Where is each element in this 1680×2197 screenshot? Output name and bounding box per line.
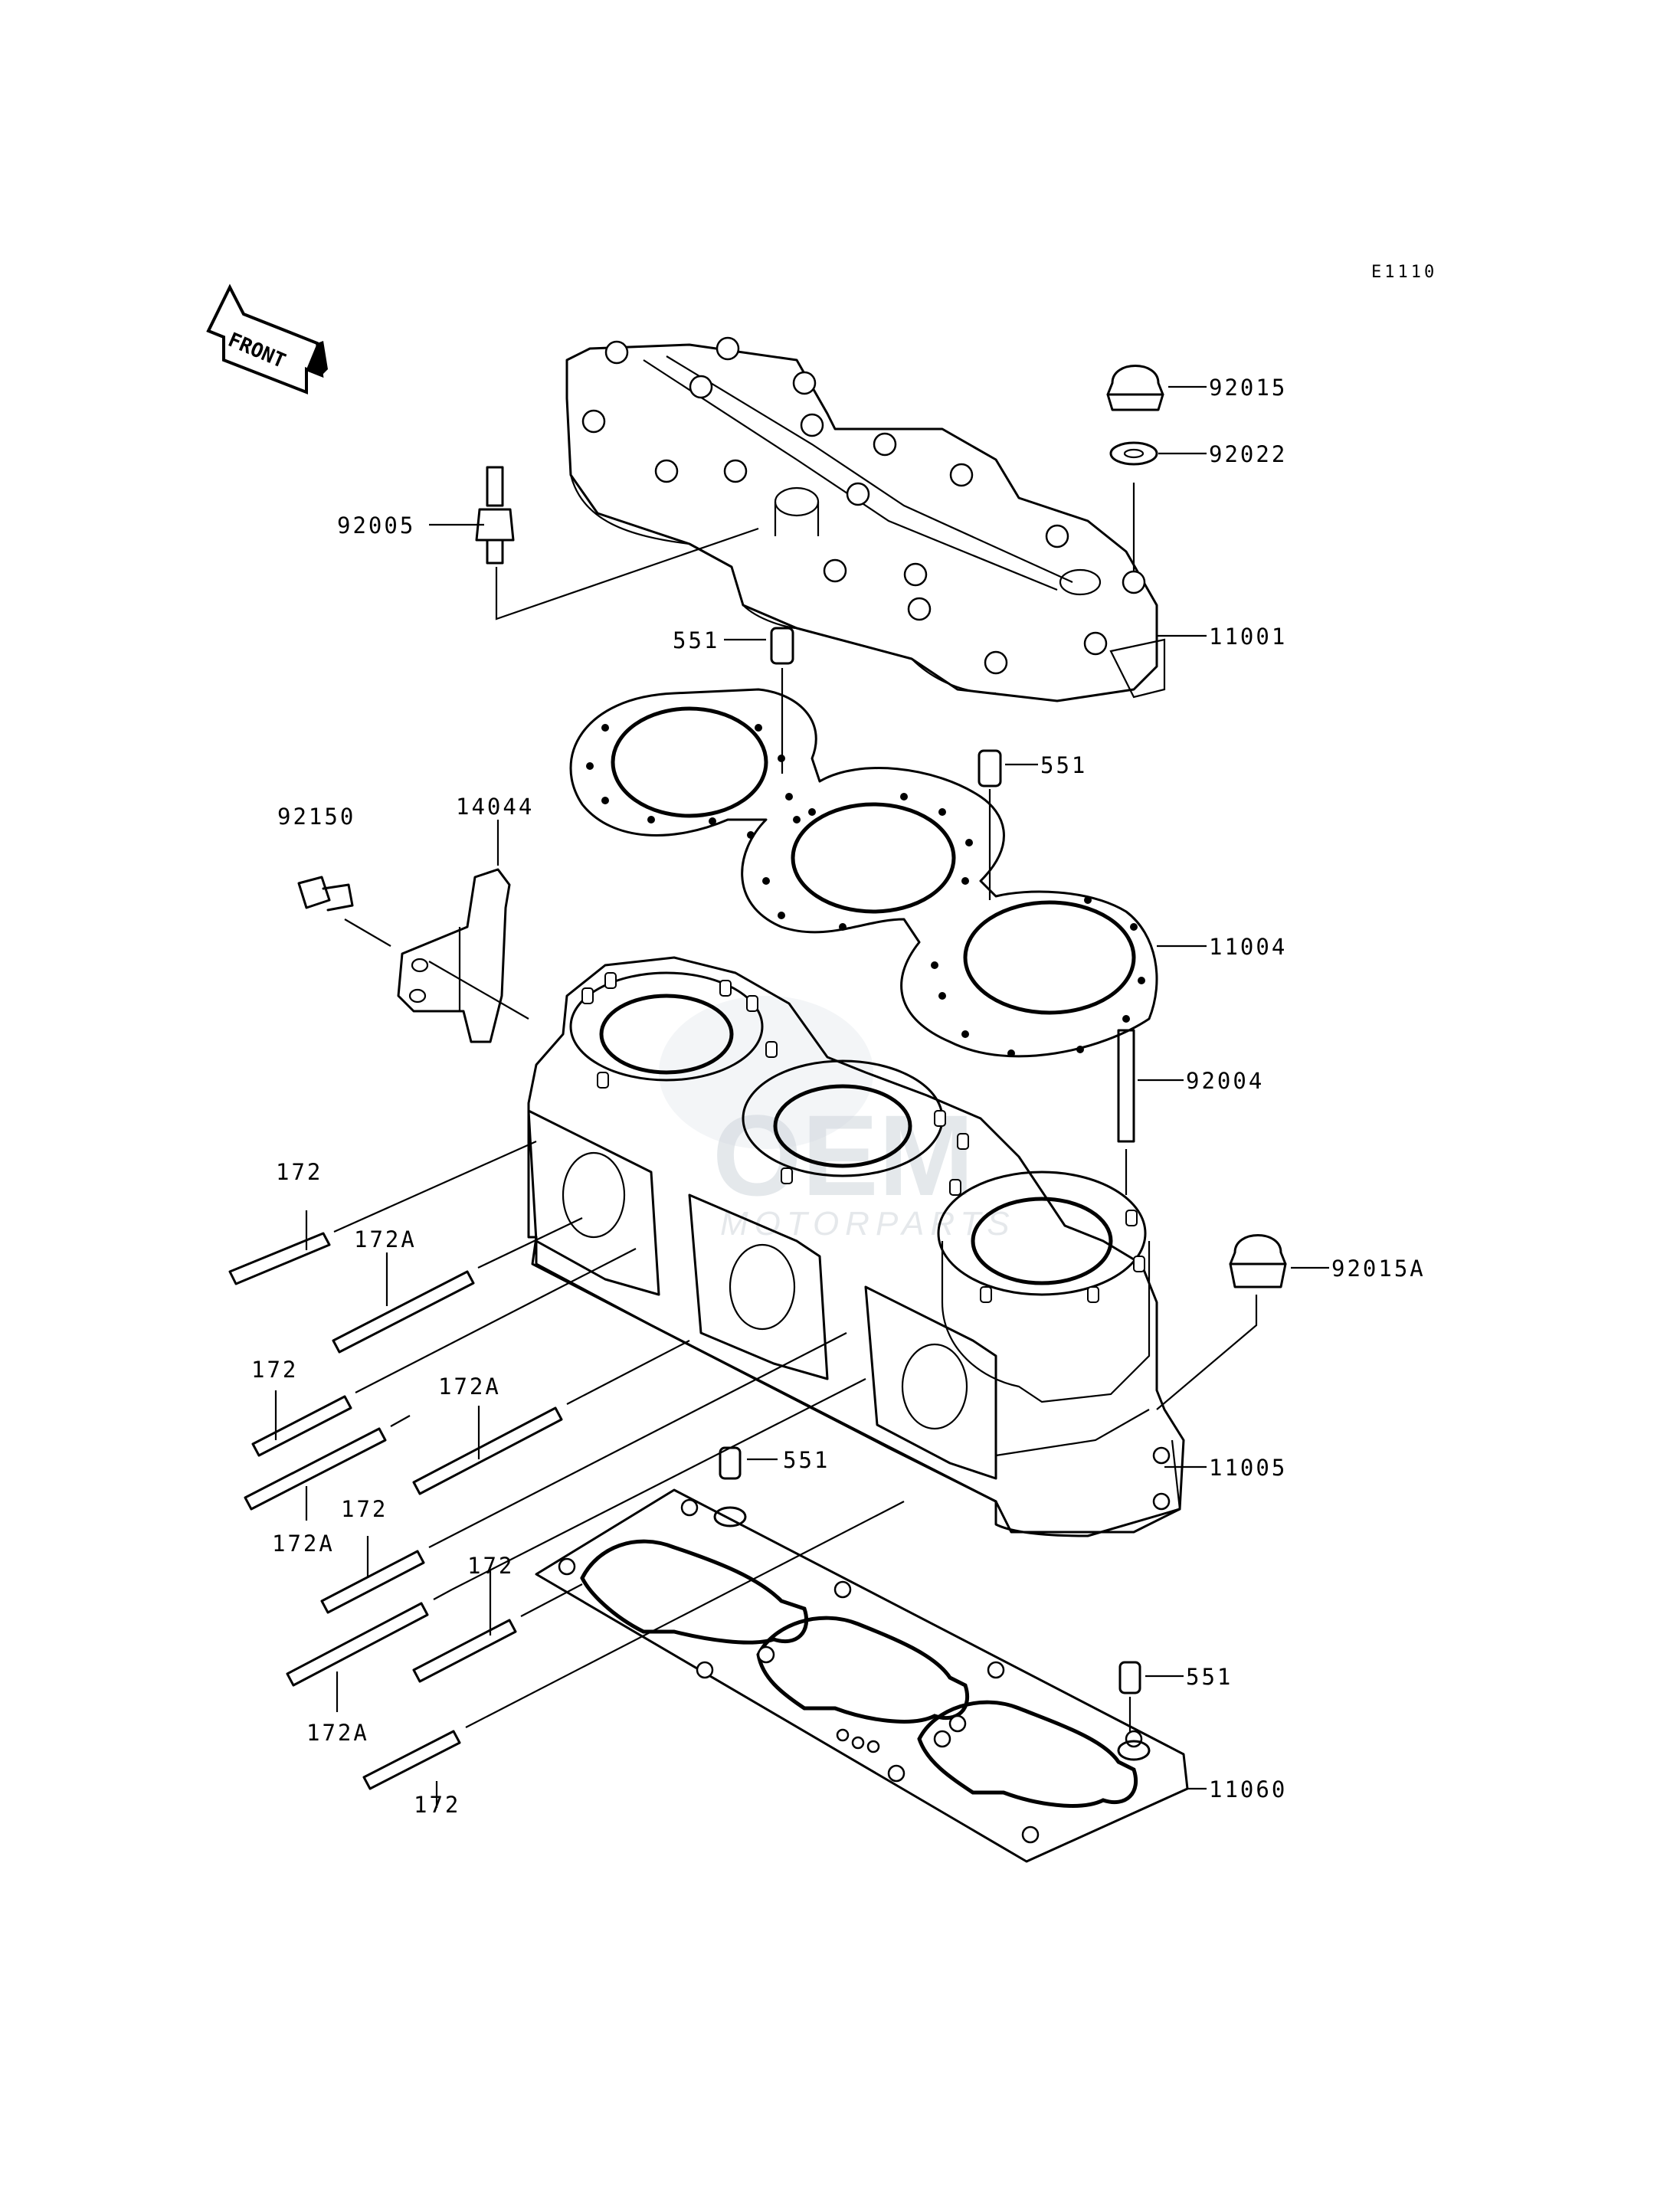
cylinder-block [527, 956, 1185, 1537]
label-11060: 11060 [1209, 1776, 1287, 1802]
label-172a-1: 172A [354, 1226, 417, 1252]
stud-172-4 [412, 1583, 583, 1683]
dowel-pin-base [1118, 1661, 1141, 1733]
callout-labels: 92015 92022 92005 11001 551 551 11004 92… [251, 375, 1426, 1818]
label-92015a: 92015A [1331, 1256, 1426, 1282]
fitting-92005 [475, 466, 759, 620]
label-551-top: 551 [673, 627, 719, 653]
front-arrow-icon: FRONT [206, 283, 328, 395]
label-172-2: 172 [251, 1357, 298, 1383]
label-551-lower: 551 [783, 1447, 830, 1473]
watermark: OEM MOTORPARTS [659, 996, 1016, 1243]
bolt-92150 [297, 876, 391, 947]
bracket-14044 [397, 820, 529, 1043]
head-gasket [569, 688, 1158, 1058]
label-92004: 92004 [1186, 1068, 1264, 1094]
label-551-head-gasket: 551 [1040, 752, 1087, 778]
stud-172-5 [362, 1501, 905, 1790]
base-gasket [535, 1488, 1189, 1863]
stud-92004 [1117, 1029, 1135, 1195]
label-92015: 92015 [1209, 375, 1287, 401]
label-92022: 92022 [1209, 441, 1287, 467]
label-11001: 11001 [1209, 624, 1287, 650]
watermark-main: OEM [712, 1091, 974, 1220]
stud-172-1 [228, 1140, 537, 1285]
stud-172a-2 [244, 1415, 411, 1511]
stud-172a-3 [412, 1340, 690, 1495]
stud-172-2 [251, 1248, 637, 1457]
label-172a-2: 172A [438, 1374, 501, 1400]
studs [228, 1140, 905, 1790]
label-92005: 92005 [337, 512, 415, 539]
label-172a-4: 172A [306, 1720, 369, 1746]
label-92150: 92150 [277, 804, 355, 830]
label-11004: 11004 [1209, 934, 1287, 960]
label-172-5: 172 [414, 1792, 460, 1818]
label-172-1: 172 [276, 1159, 323, 1185]
cap-nut-92015a [1156, 1234, 1287, 1410]
label-11005: 11005 [1209, 1455, 1287, 1481]
label-172a-3: 172A [272, 1531, 335, 1557]
label-172-3: 172 [341, 1496, 388, 1522]
dowel-pin-top [770, 627, 794, 774]
label-14044: 14044 [456, 794, 534, 820]
stud-172a-1 [332, 1217, 583, 1354]
dowel-pin-head-gasket [978, 749, 1002, 900]
stud-172-3 [320, 1332, 847, 1614]
washer-92022 [1109, 441, 1158, 571]
label-172-4: 172 [467, 1553, 514, 1579]
diagram-code: E1110 [1371, 263, 1437, 282]
stud-172a-4 [286, 1378, 866, 1687]
cylinder-head [565, 336, 1166, 702]
label-551-base: 551 [1186, 1664, 1233, 1690]
cap-nut-92015 [1106, 365, 1164, 411]
leader-lines [274, 385, 1329, 1808]
watermark-sub: MOTORPARTS [720, 1205, 1016, 1243]
